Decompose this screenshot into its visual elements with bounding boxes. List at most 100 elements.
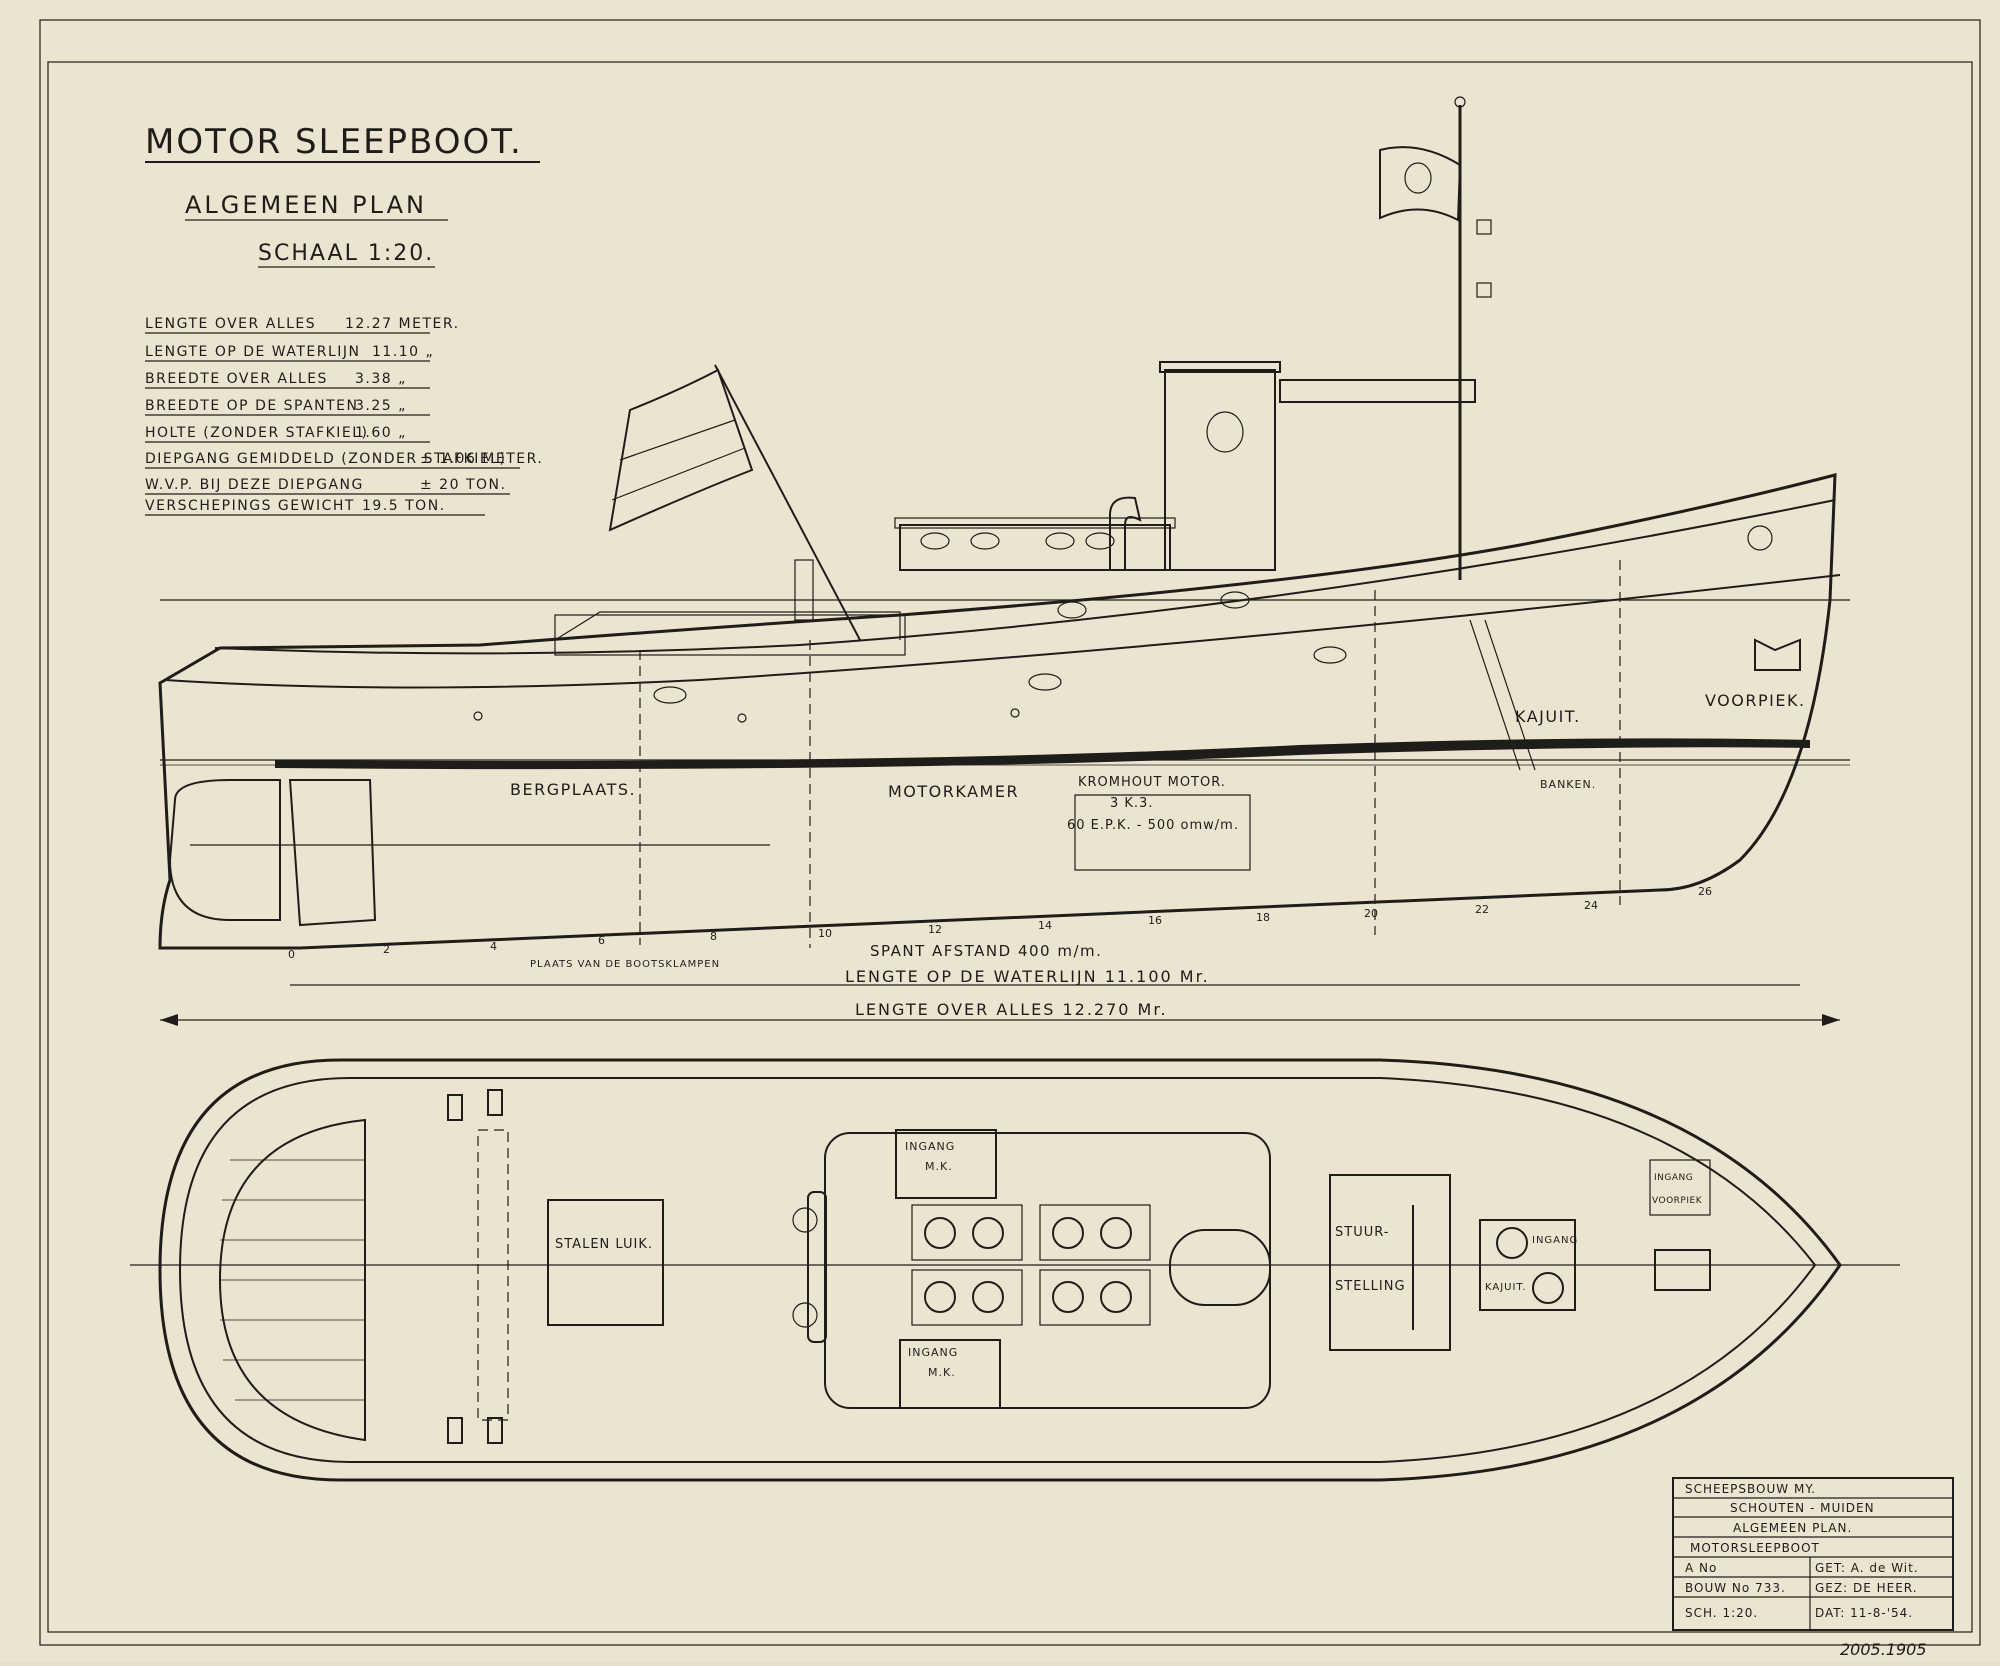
bollard xyxy=(487,1089,503,1116)
label-banken: BANKEN. xyxy=(1540,778,1596,791)
label-ingang-mk-top: INGANG xyxy=(905,1140,955,1153)
label-ingang-voorpiek-2: VOORPIEK xyxy=(1652,1196,1703,1206)
label-engine-name: KROMHOUT MOTOR. xyxy=(1078,775,1226,790)
title-block: SCHEEPSBOUW MY. SCHOUTEN - MUIDEN ALGEME… xyxy=(1672,1477,1954,1631)
wheelhouse xyxy=(1164,369,1276,571)
stern-flag-stripe xyxy=(619,419,736,461)
frame-number: 6 xyxy=(598,934,605,947)
label-ingang-mk-bottom: INGANG xyxy=(908,1346,958,1359)
hatch-ingang-kajuit xyxy=(1479,1219,1576,1311)
drawing-scale: SCHAAL 1:20. xyxy=(258,241,434,266)
skylight-frame xyxy=(911,1269,1023,1326)
frame-number: 22 xyxy=(1475,903,1489,916)
skylight xyxy=(924,1281,956,1313)
skylight-frame xyxy=(911,1204,1023,1261)
frame-number: 24 xyxy=(1584,899,1598,912)
hull-porthole xyxy=(1057,601,1087,619)
hull-outline xyxy=(158,473,1837,950)
dimension-arrow-right xyxy=(1822,1014,1840,1026)
spec-label: BREEDTE OVER ALLES xyxy=(145,371,328,387)
boot-top-band xyxy=(275,738,1810,770)
outer-border xyxy=(39,19,1981,1646)
title-block-gez: GEZ: DE HEER. xyxy=(1815,1581,1918,1595)
skylight xyxy=(1052,1217,1084,1249)
mast-platform xyxy=(1279,379,1476,403)
aft-cabin xyxy=(554,614,906,656)
railing xyxy=(554,611,901,641)
skylight xyxy=(1100,1281,1132,1313)
spec-value: 19.5 TON. xyxy=(362,498,446,514)
funnel-emblem-shell xyxy=(1206,411,1244,453)
spec-label: VERSCHEPINGS GEWICHT xyxy=(145,498,355,514)
mast-light-top xyxy=(1476,219,1492,235)
spec-value: ± 20 TON. xyxy=(420,477,506,493)
bollard xyxy=(487,1417,503,1444)
title-block-company: SCHEEPSBOUW MY. xyxy=(1685,1482,1816,1496)
title-block-vessel: MOTORSLEEPBOOT xyxy=(1690,1541,1820,1555)
frame-number: 16 xyxy=(1148,914,1162,927)
steel-hatch xyxy=(547,1199,664,1326)
skylight xyxy=(1532,1272,1564,1304)
skeg xyxy=(288,779,377,927)
skylight-frame xyxy=(1039,1204,1151,1261)
title-block-frame xyxy=(1672,1477,1954,1631)
mast-top xyxy=(1454,96,1466,108)
title-block-location: SCHOUTEN - MUIDEN xyxy=(1730,1501,1875,1515)
skylight xyxy=(924,1217,956,1249)
frame-number: 0 xyxy=(288,948,295,961)
title-block-a-no: A No xyxy=(1685,1561,1717,1575)
rudder xyxy=(168,779,281,921)
casing-porthole xyxy=(1045,532,1075,550)
spec-label: DIEPGANG GEMIDDELD (ZONDER STAFKIEL) xyxy=(145,451,506,467)
steering-platform xyxy=(1329,1174,1451,1351)
ladder xyxy=(1469,619,1536,771)
steel-hatch-dashed xyxy=(477,1129,509,1421)
bow-anchor xyxy=(1754,638,1801,671)
engine-bed xyxy=(1074,794,1251,871)
stern-post xyxy=(794,559,814,621)
bollard xyxy=(447,1417,463,1444)
label-engine-type: 3 K.3. xyxy=(1110,796,1153,811)
title-block-dat: DAT: 11-8-'54. xyxy=(1815,1606,1913,1620)
frame-number: 14 xyxy=(1038,919,1052,932)
label-bootsklampen: PLAATS VAN DE BOOTSKLAMPEN xyxy=(530,959,720,970)
label-voorpiek: VOORPIEK. xyxy=(1705,691,1806,710)
wheelhouse-roof xyxy=(1159,361,1281,373)
archive-number: 2005.1905 xyxy=(1840,1640,1927,1659)
hull-porthole xyxy=(1313,646,1347,664)
frame-number: 20 xyxy=(1364,907,1378,920)
towing-bitt-end xyxy=(792,1207,818,1233)
spec-value: ± 1.06 METER. xyxy=(420,451,543,467)
dimension-arrow-left xyxy=(160,1014,178,1026)
spec-value: 12.27 METER. xyxy=(345,316,460,332)
hatch-ingang-mk-bottom xyxy=(899,1339,1001,1409)
inner-border xyxy=(47,61,1973,1633)
label-motorkamer: MOTORKAMER xyxy=(888,782,1019,801)
skylight-frame xyxy=(1039,1269,1151,1326)
side-view: BERGPLAATS. MOTORKAMER KROMHOUT MOTOR. 3… xyxy=(158,96,1850,1026)
label-ingang-mk-top-2: M.K. xyxy=(925,1160,953,1173)
mast-flag xyxy=(1379,146,1462,222)
label-lengte-waterlijn: LENGTE OP DE WATERLIJN 11.100 Mr. xyxy=(845,967,1210,986)
mast-flag-emblem xyxy=(1404,162,1432,194)
frame-number: 8 xyxy=(710,930,717,943)
drawing-title: MOTOR SLEEPBOOT. xyxy=(145,122,523,162)
label-bergplaats: BERGPLAATS. xyxy=(510,780,636,799)
flag-staff xyxy=(714,364,861,641)
skylight xyxy=(1052,1281,1084,1313)
casing-porthole xyxy=(1085,532,1115,550)
hull-porthole xyxy=(653,686,687,704)
hatch-ingang-mk-top xyxy=(895,1129,997,1199)
frame-number: 2 xyxy=(383,943,390,956)
spec-label: LENGTE OP DE WATERLIJN xyxy=(145,344,361,360)
spec-label: LENGTE OVER ALLES xyxy=(145,316,316,332)
hatch-ingang-voorpiek xyxy=(1649,1159,1711,1216)
spec-value: 3.38 „ xyxy=(355,371,407,387)
label-stuurstelling-2: STELLING xyxy=(1335,1279,1406,1294)
casing-porthole xyxy=(970,532,1000,550)
mast-light-lower xyxy=(1476,282,1492,298)
label-lengte-over-alles: LENGTE OVER ALLES 12.270 Mr. xyxy=(855,1000,1168,1019)
frame-number: 26 xyxy=(1698,885,1712,898)
